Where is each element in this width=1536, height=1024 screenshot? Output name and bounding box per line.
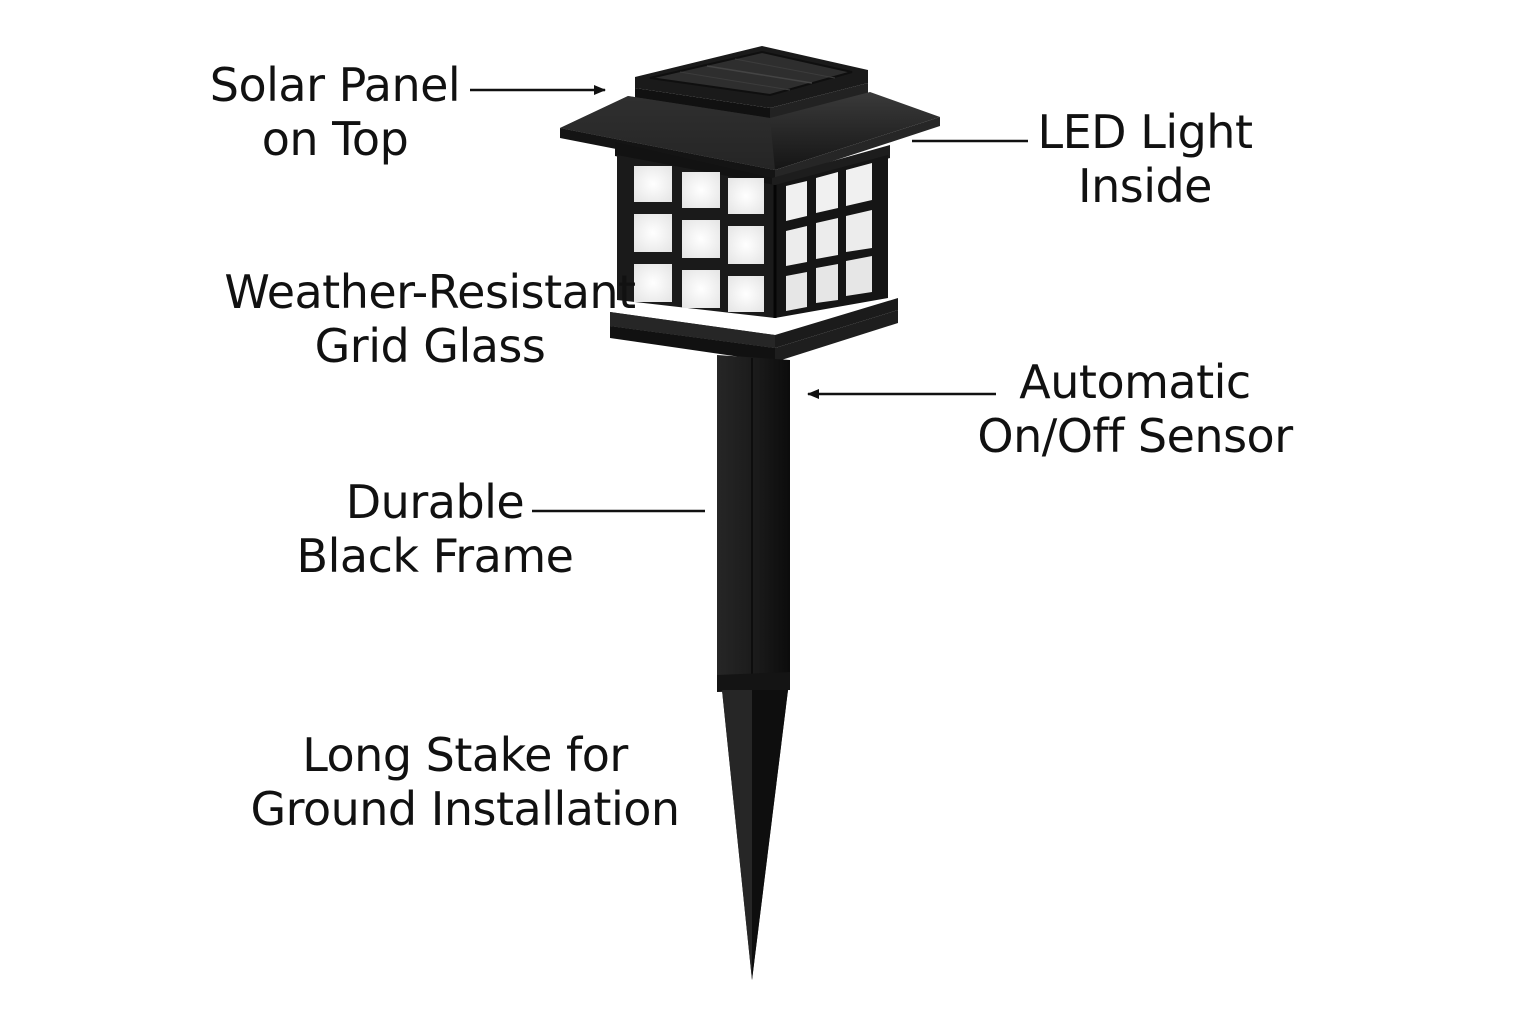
label-solar-panel-line1: Solar Panel [209, 58, 461, 112]
label-sensor-line2: On/Off Sensor [977, 409, 1293, 463]
leader-lines [470, 85, 1028, 513]
label-frame: Durable Black Frame [285, 475, 585, 583]
label-solar-panel: Solar Panel on Top [190, 58, 480, 166]
label-solar-panel-line2: on Top [261, 112, 409, 166]
label-frame-line1: Durable [345, 475, 525, 529]
label-stake: Long Stake for Ground Installation [235, 728, 695, 836]
label-frame-line2: Black Frame [296, 529, 574, 583]
label-grid-glass: Weather-Resistant Grid Glass [220, 265, 640, 373]
lantern-base [610, 298, 898, 362]
label-sensor-line1: Automatic [1019, 355, 1251, 409]
label-led-light-line2: Inside [1078, 159, 1212, 213]
lantern-pole [717, 355, 790, 692]
label-stake-line1: Long Stake for [302, 728, 628, 782]
lantern-side-grid [773, 155, 888, 318]
lantern-front-grid [617, 155, 775, 318]
label-grid-glass-line1: Weather-Resistant [224, 265, 636, 319]
label-led-light-line1: LED Light [1037, 105, 1253, 159]
label-grid-glass-line2: Grid Glass [314, 319, 546, 373]
label-stake-line2: Ground Installation [250, 782, 680, 836]
solar-lamp-illustration [560, 46, 940, 980]
ground-stake [722, 690, 788, 980]
label-led-light: LED Light Inside [1010, 105, 1280, 213]
label-sensor: Automatic On/Off Sensor [970, 355, 1300, 463]
